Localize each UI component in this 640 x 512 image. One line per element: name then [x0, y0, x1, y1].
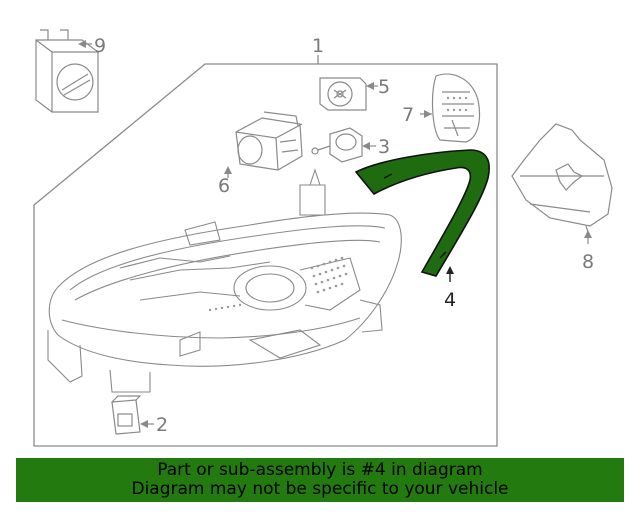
lamp-module-dots: [446, 96, 468, 112]
callout-7: 7: [402, 104, 414, 126]
headlamp-dots: [208, 256, 348, 312]
callout-arrows: [78, 40, 592, 428]
callout-2: 2: [156, 414, 168, 436]
bulb-socket-part-3: [311, 127, 363, 163]
trim-strip-clip-icon: [383, 173, 393, 179]
headlamp-housing: [47, 168, 402, 393]
callout-8: 8: [582, 251, 594, 273]
assembly-frame: [33, 55, 498, 447]
callout-4: 4: [444, 289, 456, 311]
connector-part-2: [111, 395, 142, 435]
info-banner: Part or sub-assembly is #4 in diagram Di…: [16, 458, 624, 502]
lamp-module-part-7: [431, 73, 481, 143]
trim-strip-clip-icon-lower: [439, 251, 447, 259]
banner-line-2: Diagram may not be specific to your vehi…: [131, 479, 509, 499]
fan-part-5: [319, 77, 367, 111]
control-module-part-9: [35, 29, 99, 113]
projector-module-part-6: [235, 111, 303, 171]
callout-9: 9: [94, 35, 106, 57]
highlighted-trim-strip-part-4: [354, 149, 490, 277]
callout-1: 1: [312, 35, 324, 57]
cover-bracket-part-8: [511, 123, 613, 233]
leader-arrow-4: [446, 266, 454, 274]
callout-5: 5: [378, 76, 390, 98]
callout-6: 6: [218, 175, 230, 197]
banner-line-1: Part or sub-assembly is #4 in diagram: [157, 460, 483, 480]
callout-3: 3: [378, 136, 390, 158]
